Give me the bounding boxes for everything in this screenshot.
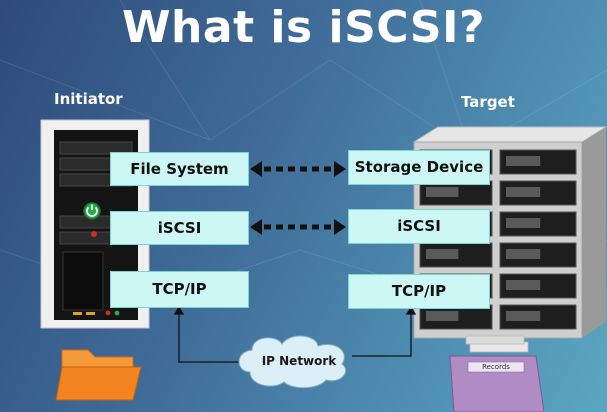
target-storage-device-box: Storage Device [348,150,490,185]
records-label: Records [482,363,510,371]
folder-icon [55,349,142,401]
arrow-filesystem-storage [250,161,346,177]
initiator-tcpip-box: TCP/IP [110,271,249,308]
initiator-iscsi-box: iSCSI [110,211,249,245]
rack-drive-slot [426,187,459,197]
ip-network-label: IP Network [261,354,337,368]
arrow-iscsi-iscsi [250,219,346,235]
rack-drive-slot [426,249,459,259]
target-label: Target [461,93,515,111]
rack-drive-slot [506,218,541,228]
rack-drive-slot [506,187,541,197]
target-tcpip-box: TCP/IP [348,274,490,309]
diagram-title: What is iSCSI? [122,2,485,53]
network-connectors [173,305,417,363]
target-iscsi-box: iSCSI [348,209,490,244]
rack-drive-slot [506,311,541,321]
rack-drive-slot [506,280,541,290]
file-box-icon [449,335,545,412]
cloud-icon [238,335,347,389]
power-button-icon [83,202,101,220]
initiator-label: Initiator [54,90,123,108]
rack-drive-slot [506,156,541,166]
rack-drive-slot [506,249,541,259]
initiator-file-system-box: File System [110,152,249,186]
rack-drive-slot [426,311,459,321]
